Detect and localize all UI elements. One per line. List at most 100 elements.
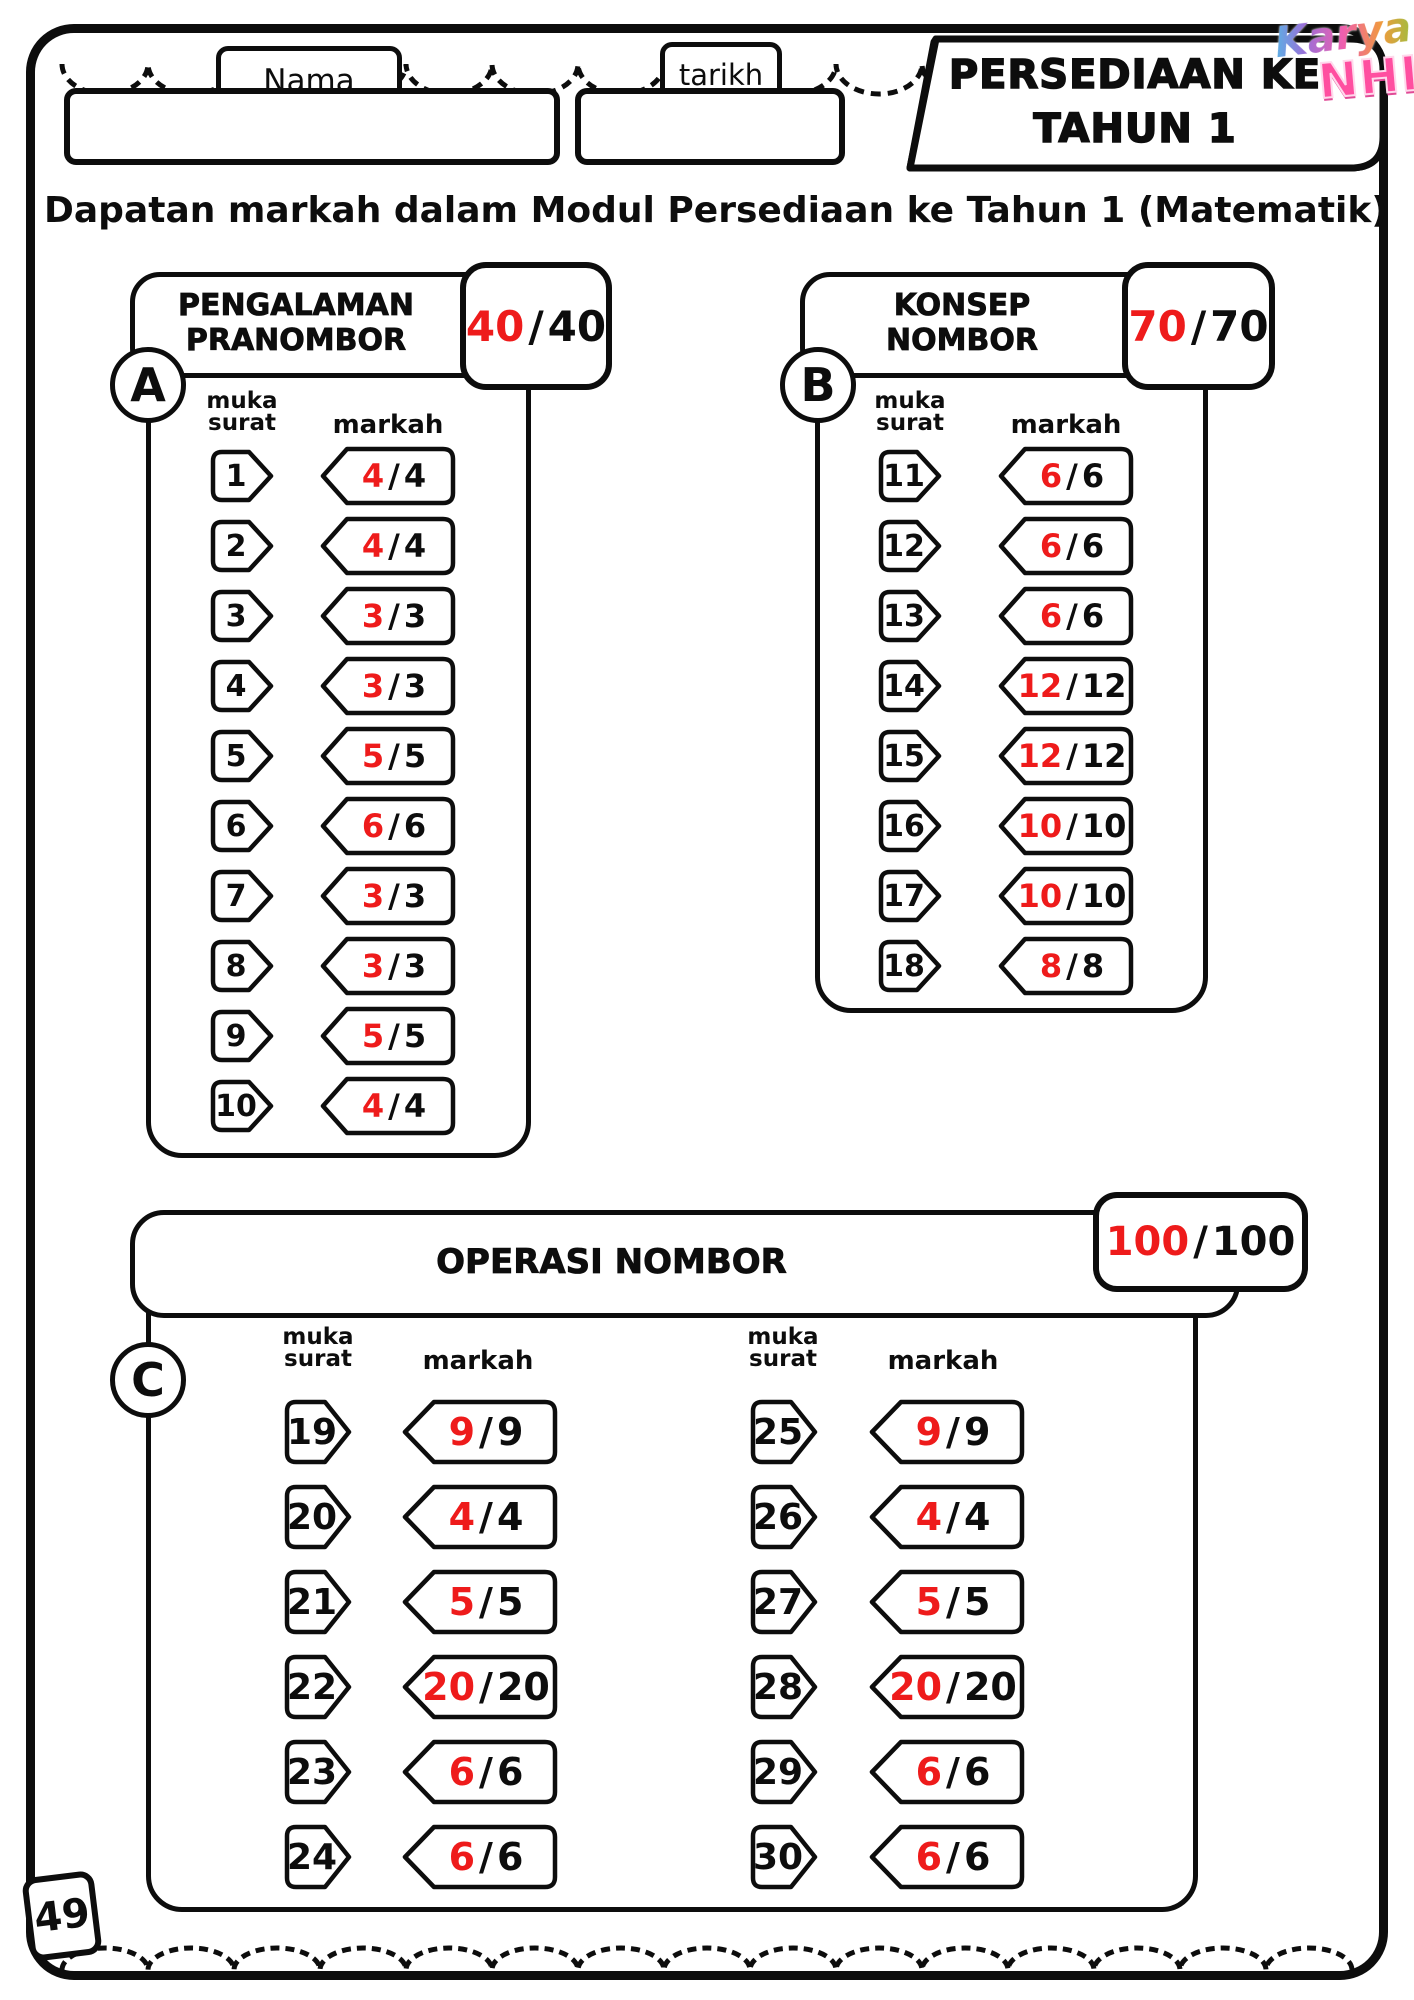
score-value: 4 <box>361 527 385 565</box>
score-badge: 5/5 <box>318 1005 458 1067</box>
score-divider: / <box>388 947 400 985</box>
score-badge: 20/20 <box>867 1653 1027 1721</box>
score-badge: 4/4 <box>318 515 458 577</box>
date-label: tarikh <box>678 58 764 92</box>
score-max: 3 <box>403 597 427 635</box>
score-badge: 6/6 <box>400 1823 560 1891</box>
page-number-value: 2 <box>225 528 247 564</box>
section-c-max: 100 <box>1211 1219 1296 1265</box>
score-value: 4 <box>361 1087 385 1125</box>
page-number-value: 17 <box>883 878 925 914</box>
score-column-label-c-right: markah <box>887 1346 999 1376</box>
page-badge: 20 <box>282 1483 354 1551</box>
banner-line2: TAHUN 1 <box>1033 105 1237 153</box>
page-number-value: 26 <box>752 1496 804 1538</box>
page-column-label-b: muka surat <box>874 388 946 436</box>
score-badge: 20/20 <box>400 1653 560 1721</box>
section-a-panel <box>146 272 531 1158</box>
score-divider: / <box>479 1410 493 1454</box>
score-badge: 5/5 <box>400 1568 560 1636</box>
score-divider: / <box>1066 667 1078 705</box>
page-badge: 8 <box>208 938 276 994</box>
score-value: 6 <box>1039 457 1063 495</box>
page-badge: 9 <box>208 1008 276 1064</box>
score-divider: / <box>479 1580 493 1624</box>
page-number-value: 24 <box>286 1836 338 1878</box>
section-a-score-box: 40 / 40 <box>460 262 612 390</box>
score-badge: 3/3 <box>318 585 458 647</box>
score-badge: 9/9 <box>867 1398 1027 1466</box>
score-value: 9 <box>915 1410 943 1454</box>
score-max: 4 <box>403 527 427 565</box>
score-badge: 6/6 <box>867 1738 1027 1806</box>
score-badge: 4/4 <box>318 1075 458 1137</box>
score-value: 3 <box>361 877 385 915</box>
page-badge: 19 <box>282 1398 354 1466</box>
score-value: 6 <box>361 807 385 845</box>
page-badge: 13 <box>876 588 944 644</box>
page-number-badge: 49 <box>21 1869 103 1963</box>
score-value: 9 <box>448 1410 476 1454</box>
page-number-value: 27 <box>752 1581 804 1623</box>
score-max: 10 <box>1081 877 1127 915</box>
score-value: 6 <box>915 1835 943 1879</box>
page-badge: 5 <box>208 728 276 784</box>
score-max: 5 <box>403 737 427 775</box>
score-badge: 12/12 <box>996 655 1136 717</box>
section-c-title: OPERASI NOMBOR <box>436 1242 788 1283</box>
score-max: 3 <box>403 667 427 705</box>
score-divider: / <box>388 667 400 705</box>
page-badge: 6 <box>208 798 276 854</box>
page-number-value: 13 <box>883 598 925 634</box>
page-badge: 27 <box>748 1568 820 1636</box>
score-max: 5 <box>403 1017 427 1055</box>
page-number-value: 30 <box>752 1836 804 1878</box>
score-max: 5 <box>963 1580 991 1624</box>
page-badge: 16 <box>876 798 944 854</box>
page-badge: 7 <box>208 868 276 924</box>
score-divider: / <box>388 457 400 495</box>
page-badge: 1 <box>208 448 276 504</box>
score-value: 3 <box>361 947 385 985</box>
score-badge: 3/3 <box>318 655 458 717</box>
page-badge: 3 <box>208 588 276 644</box>
page-badge: 18 <box>876 938 944 994</box>
score-divider: / <box>479 1835 493 1879</box>
score-max: 4 <box>403 457 427 495</box>
section-a-score: 40 <box>465 301 525 351</box>
name-input-box[interactable] <box>64 88 560 165</box>
page-badge: 12 <box>876 518 944 574</box>
score-value: 5 <box>448 1580 476 1624</box>
score-divider: / <box>1066 597 1078 635</box>
score-divider: / <box>388 737 400 775</box>
score-badge: 3/3 <box>318 935 458 997</box>
score-value: 6 <box>1039 527 1063 565</box>
score-badge: 5/5 <box>867 1568 1027 1636</box>
score-badge: 12/12 <box>996 725 1136 787</box>
score-value: 4 <box>915 1495 943 1539</box>
score-divider: / <box>1066 457 1078 495</box>
score-value: 5 <box>915 1580 943 1624</box>
date-input-box[interactable] <box>575 88 845 165</box>
score-max: 6 <box>1081 527 1105 565</box>
score-divider: / <box>1066 737 1078 775</box>
score-divider: / <box>388 807 400 845</box>
score-divider: / <box>479 1495 493 1539</box>
score-column-label-b: markah <box>1010 410 1122 440</box>
page-number-value: 22 <box>286 1666 338 1708</box>
score-max: 9 <box>496 1410 524 1454</box>
score-max: 6 <box>496 1835 524 1879</box>
scallop-bottom-border <box>59 1945 1355 1971</box>
page-number-value: 29 <box>752 1751 804 1793</box>
score-max: 20 <box>496 1665 550 1709</box>
score-value: 20 <box>889 1665 943 1709</box>
page-number-value: 28 <box>752 1666 804 1708</box>
page-number-value: 1 <box>225 458 247 494</box>
score-badge: 9/9 <box>400 1398 560 1466</box>
score-badge: 6/6 <box>996 585 1136 647</box>
score-divider: / <box>946 1495 960 1539</box>
page-number: 49 <box>31 1889 93 1943</box>
page-number-value: 23 <box>286 1751 338 1793</box>
page-badge: 15 <box>876 728 944 784</box>
score-divider: / <box>946 1835 960 1879</box>
